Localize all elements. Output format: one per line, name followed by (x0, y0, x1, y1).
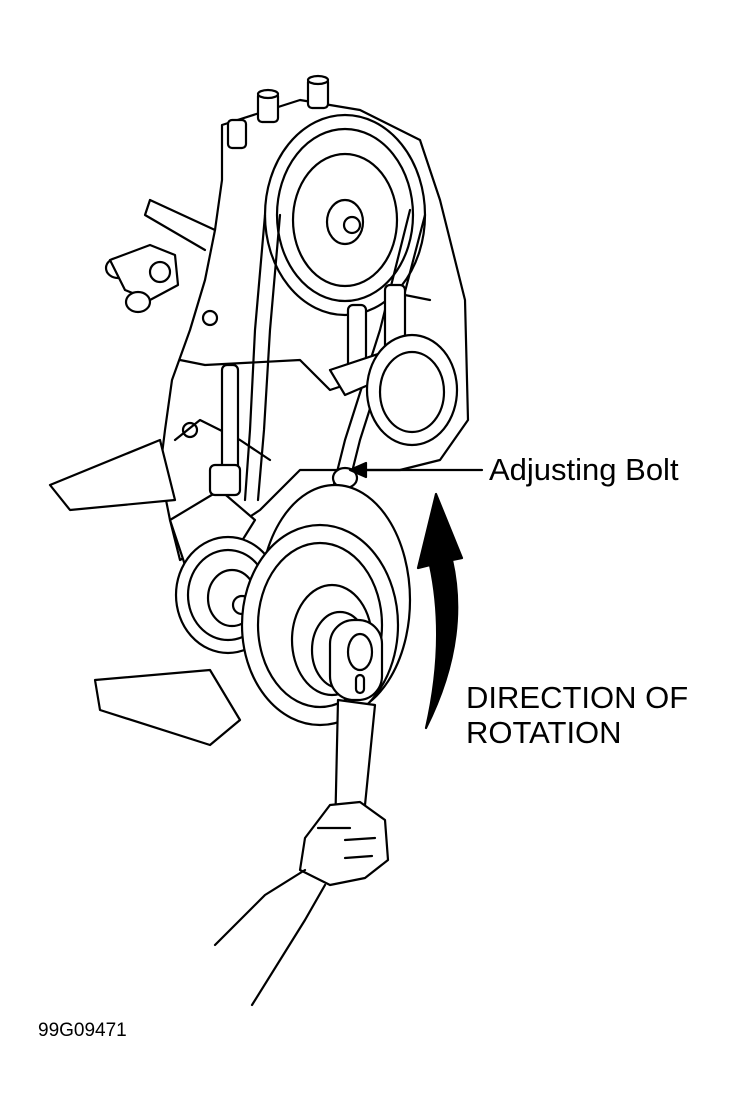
rotation-arrow (416, 492, 464, 730)
adjusting-bolt-leader (348, 461, 484, 479)
rotation-label: DIRECTION OF ROTATION (466, 680, 688, 750)
left-fittings (104, 243, 219, 439)
figure-id: 99G09471 (38, 1020, 127, 1041)
adjusting-bolt-label: Adjusting Bolt (489, 452, 679, 487)
top-studs (226, 74, 330, 150)
rotation-label-line1: DIRECTION OF (466, 680, 689, 715)
wrench (328, 618, 384, 837)
hand (213, 800, 390, 1007)
lower-arm (48, 438, 242, 747)
crankshaft-pulley (240, 483, 412, 727)
rotation-label-line2: ROTATION (466, 715, 622, 750)
right-housing (365, 333, 459, 447)
